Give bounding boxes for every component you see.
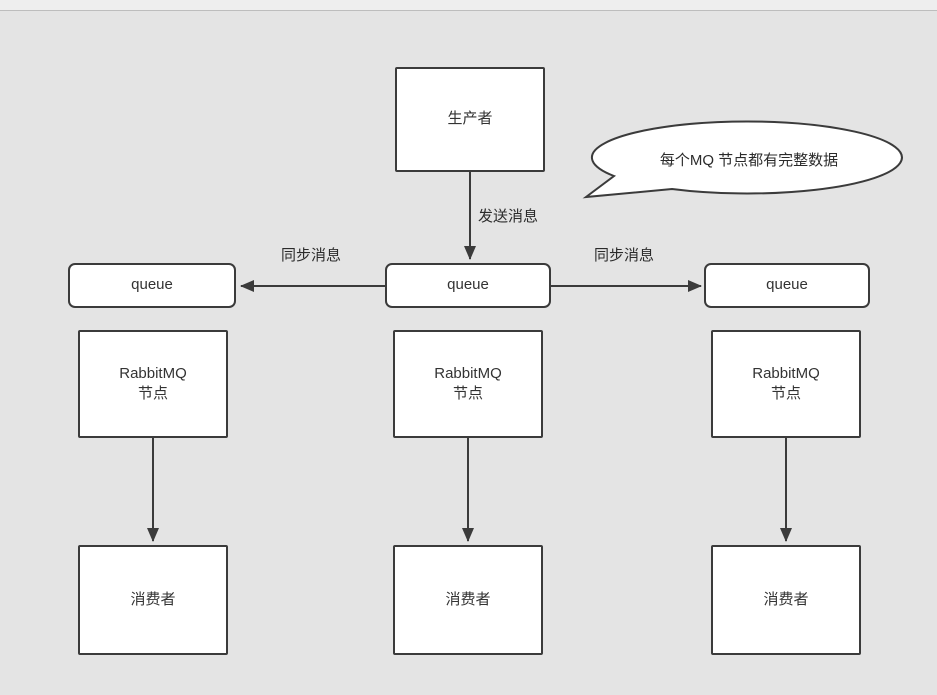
send-message-label: 发送消息 [478,208,539,225]
rabbitmq-node-box-right: RabbitMQ 节点 [711,330,861,438]
consumer-label-left: 消费者 [130,590,176,608]
consumer-label-right: 消费者 [763,590,809,608]
consumer-box-center: 消费者 [393,545,543,655]
rabbitmq-node-label-line1-center: RabbitMQ [434,364,502,382]
consumer-label-center: 消费者 [445,590,491,608]
rabbitmq-node-label-line2-right: 节点 [770,385,801,402]
rabbitmq-node-label-line2-center: 节点 [452,385,483,402]
consumer-box-left: 消费者 [78,545,228,655]
producer-label: 生产者 [447,110,493,128]
callout-bubble [582,120,903,199]
top-divider-line [0,0,937,11]
sync-message-label-left: 同步消息 [281,247,342,264]
queue-label-right: queue [766,276,808,294]
consumer-box-right: 消费者 [711,545,861,655]
queue-label-center: queue [447,276,489,294]
callout-text: 每个MQ 节点都有完整数据 [659,151,839,169]
producer-box: 生产者 [395,67,545,172]
queue-box-right: queue [704,263,870,308]
rabbitmq-node-box-center: RabbitMQ 节点 [393,330,543,438]
rabbitmq-node-label-line1-right: RabbitMQ [752,364,820,382]
rabbitmq-node-box-left: RabbitMQ 节点 [78,330,228,438]
queue-box-left: queue [68,263,236,308]
queue-box-center: queue [385,263,551,308]
sync-message-label-right: 同步消息 [594,247,655,264]
rabbitmq-node-label-line1-left: RabbitMQ [119,364,187,382]
rabbitmq-node-label-line2-left: 节点 [137,385,168,402]
queue-label-left: queue [131,276,173,294]
